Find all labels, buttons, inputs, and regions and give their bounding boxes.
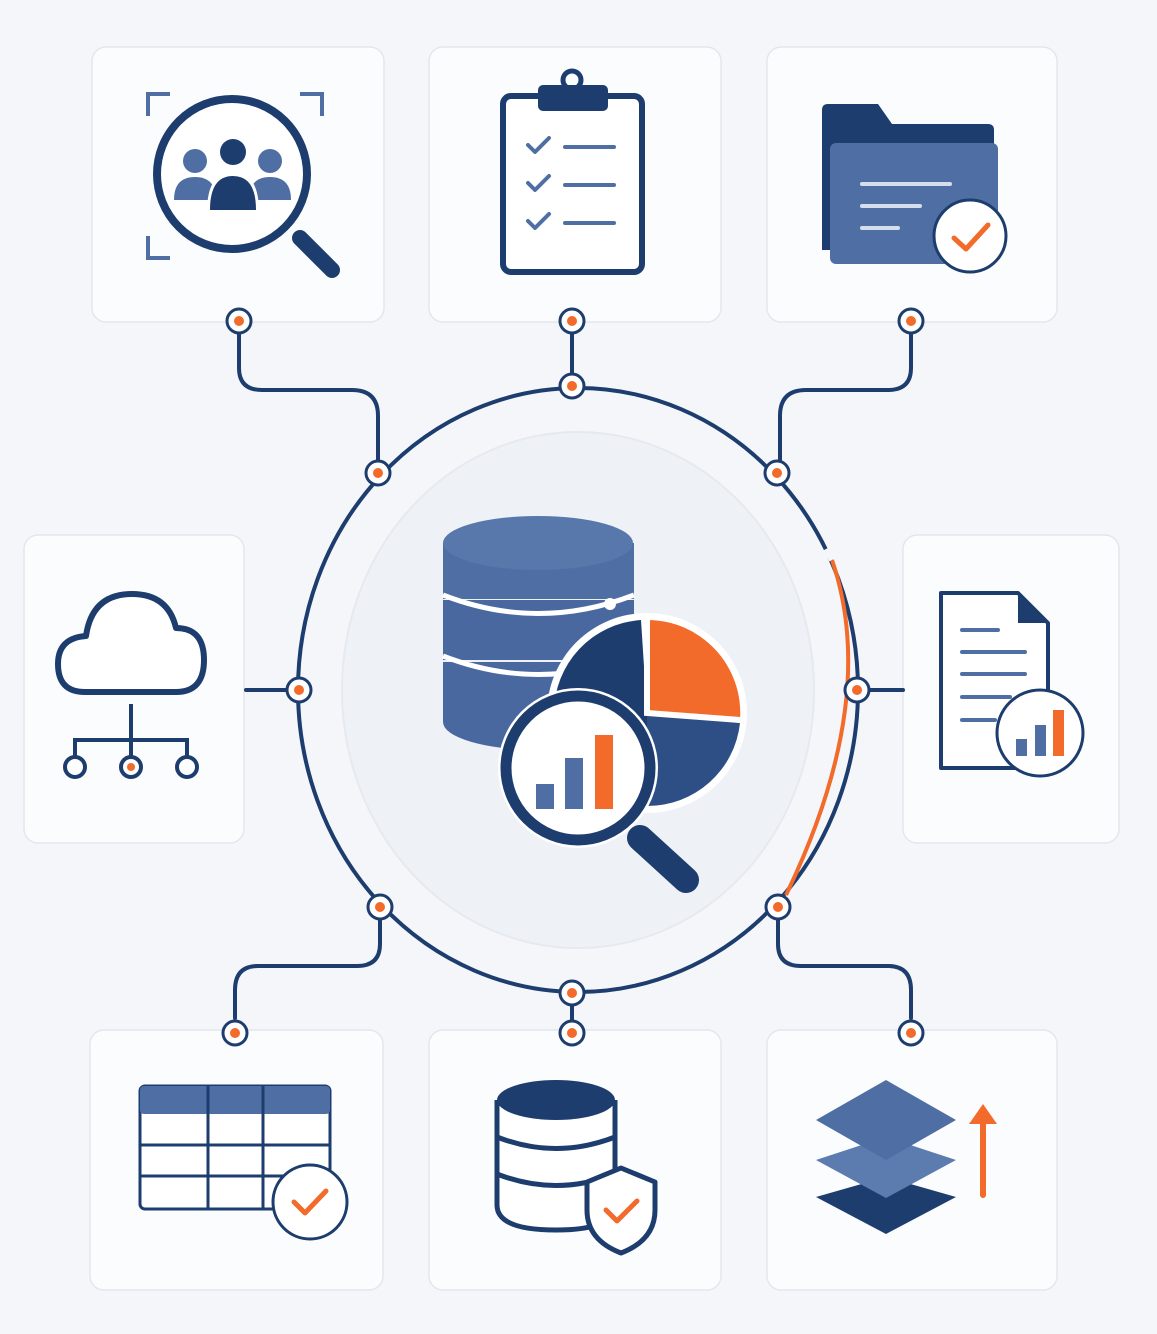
people-magnifier-icon — [146, 92, 340, 278]
dot-node — [897, 1019, 925, 1047]
dot-node — [558, 372, 586, 400]
database-analytics-icon — [442, 516, 747, 893]
layers-arrow-up-icon — [816, 1080, 997, 1234]
folder-check-icon — [822, 104, 1008, 274]
connector-top-left — [237, 332, 380, 462]
table-check-icon — [138, 1084, 349, 1241]
clipboard-checklist-icon — [500, 68, 645, 275]
document-chart-icon — [939, 591, 1085, 778]
dot-node — [221, 1019, 249, 1047]
connector-bottom-right — [776, 918, 913, 1020]
connector-dots — [221, 307, 925, 1047]
dot-node — [763, 459, 791, 487]
dot-node — [366, 893, 394, 921]
hub-ring-highlight-arc — [784, 559, 851, 896]
dot-node — [285, 676, 313, 704]
dot-node — [558, 307, 586, 335]
cloud-network-icon — [55, 591, 207, 779]
dot-node — [897, 307, 925, 335]
dot-node — [843, 676, 871, 704]
connector-lines — [233, 332, 913, 1022]
magnifier-bar-chart-icon — [498, 688, 699, 893]
dot-node — [558, 1019, 586, 1047]
connector-top-right — [778, 332, 913, 462]
dot-node — [558, 979, 586, 1007]
dot-node — [225, 307, 253, 335]
connector-bottom-left — [233, 918, 382, 1020]
database-shield-icon — [494, 1080, 658, 1256]
dot-node — [364, 459, 392, 487]
dot-node — [764, 893, 792, 921]
